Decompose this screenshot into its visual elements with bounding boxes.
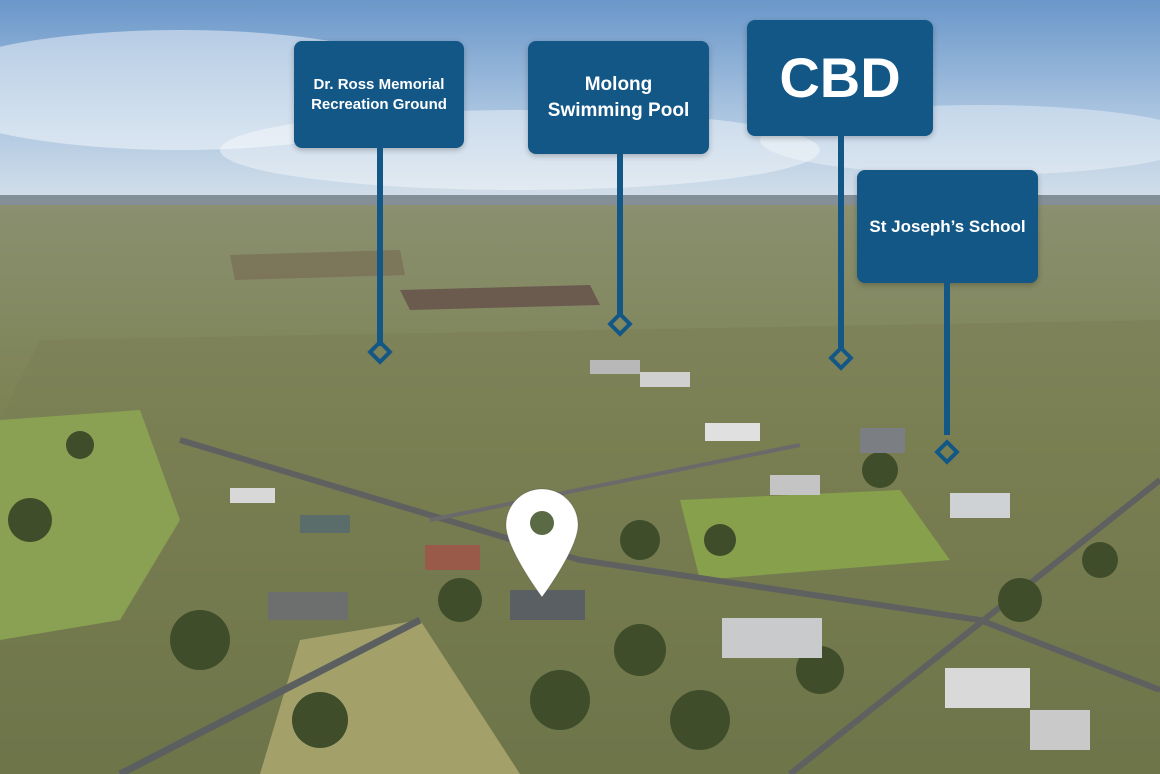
label-recreation-ground-text: Dr. Ross Memorial Recreation Ground: [311, 75, 447, 113]
label-school-text: St Joseph’s School: [869, 216, 1026, 236]
stem-cbd: [838, 136, 844, 348]
label-cbd: CBD: [747, 20, 933, 136]
label-recreation-ground: Dr. Ross Memorial Recreation Ground: [294, 41, 464, 148]
ploughed-field: [230, 250, 405, 280]
location-pin-icon: [505, 488, 579, 598]
label-swimming-pool-text: Molong Swimming Pool: [547, 73, 690, 121]
house-roofs: [230, 360, 1090, 750]
road: [179, 437, 1160, 693]
label-school: St Joseph’s School: [857, 170, 1038, 283]
label-cbd-text: CBD: [779, 46, 901, 109]
ploughed-field: [400, 285, 600, 310]
oval-field: [680, 490, 950, 580]
label-swimming-pool: Molong Swimming Pool: [528, 41, 709, 154]
tree-clusters: [8, 431, 1118, 750]
green-paddock: [0, 410, 180, 640]
road: [788, 477, 1160, 774]
stem-school: [944, 283, 950, 435]
stem-recreation-ground: [377, 148, 383, 346]
road: [118, 616, 422, 774]
road: [429, 443, 801, 522]
stem-swimming-pool: [617, 154, 623, 314]
